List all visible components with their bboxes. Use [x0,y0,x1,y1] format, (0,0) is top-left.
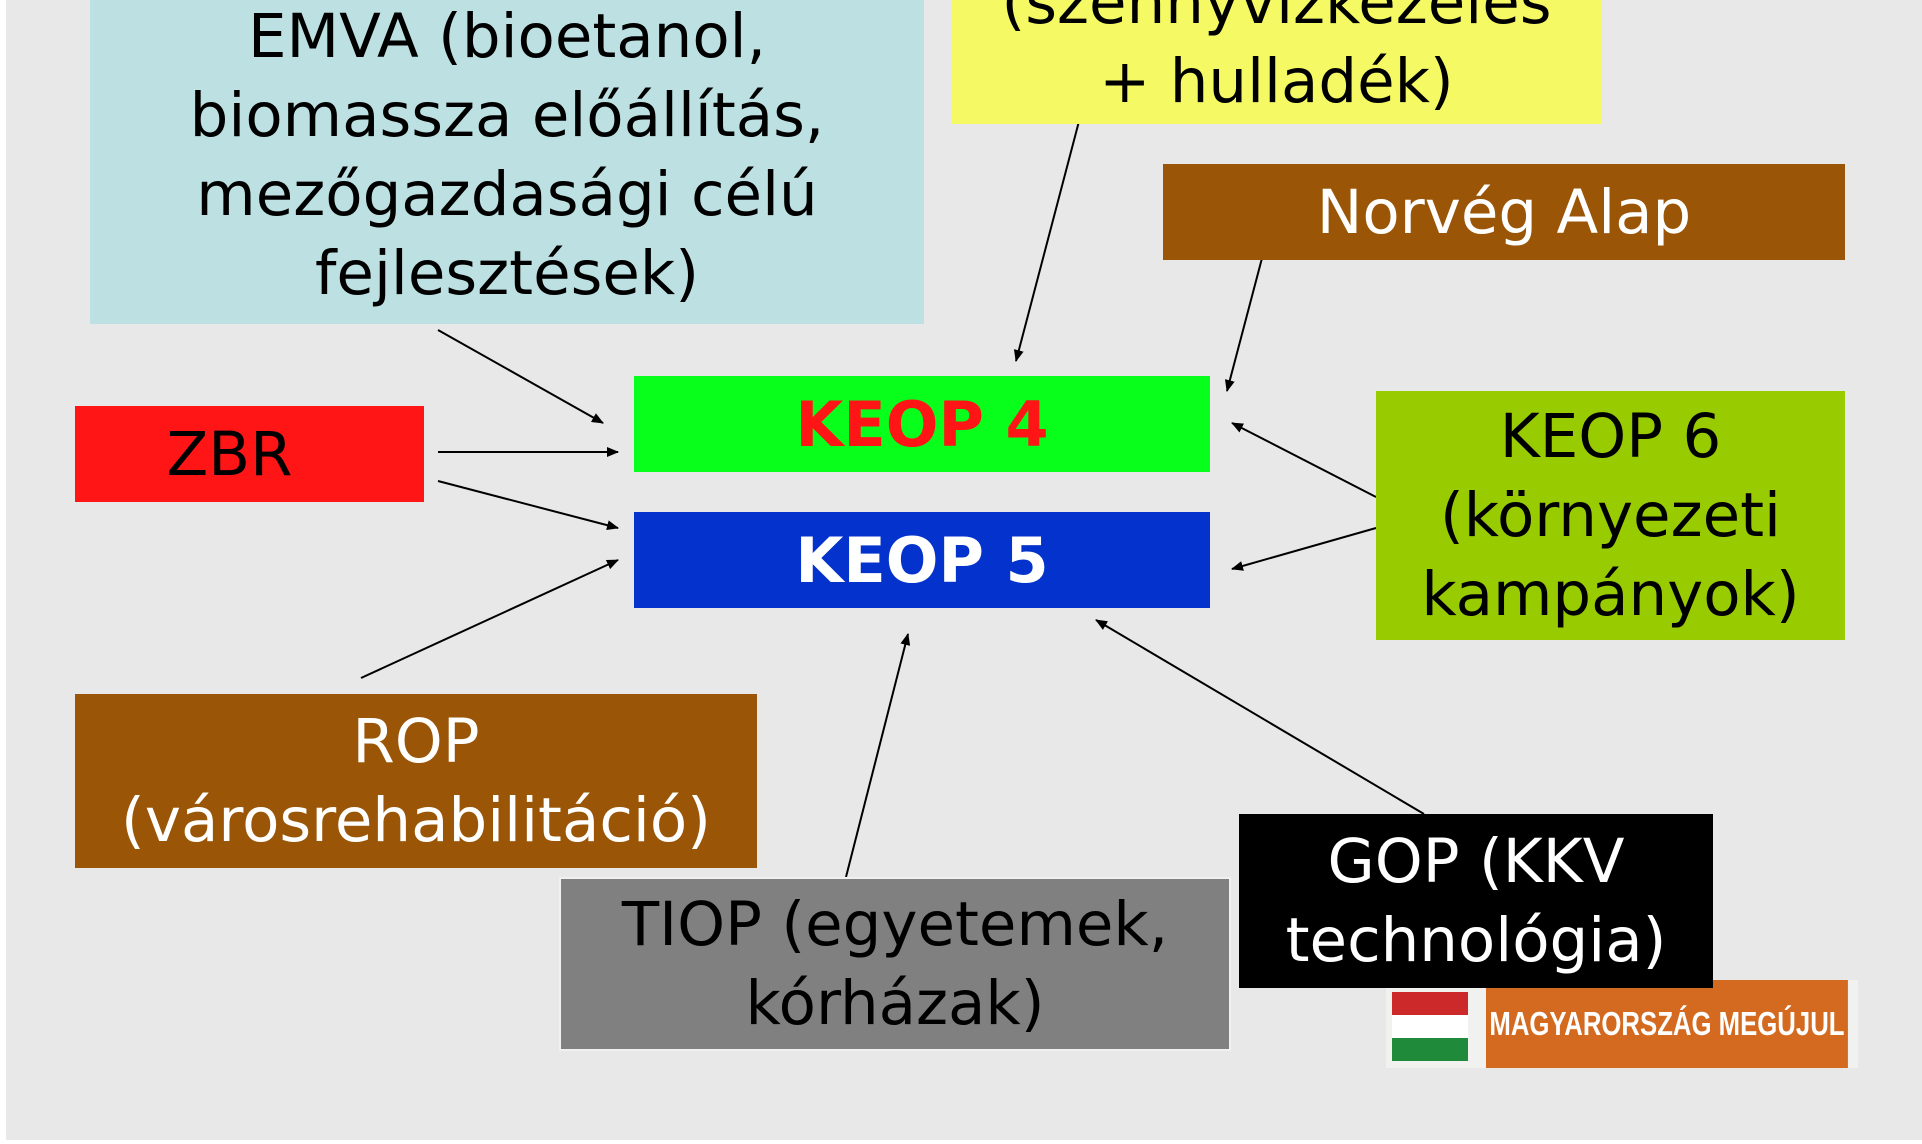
box-gop: GOP (KKV technológia) [1239,814,1713,988]
hungarian-flag-icon [1392,992,1468,1061]
arrow-keop6-to-keop5 [1231,527,1377,571]
arrow-zbr-to-keop5 [437,480,619,531]
box-zbr: ZBR [75,406,424,502]
arrow-gop-to-keop5 [1095,619,1425,815]
arrow-emva-to-keop4 [437,329,604,424]
arrow-tiop-to-keop5 [845,633,911,878]
logo-magyarorszag-megujul: MAGYARORSZÁG MEGÚJUL [1386,980,1858,1068]
box-rop: ROP (városrehabilitáció) [75,694,757,868]
box-keop5: KEOP 5 [634,512,1210,608]
box-keop6: KEOP 6 (környezeti kampányok) [1376,391,1845,640]
arrow-rop-to-keop5 [360,559,619,679]
logo-text: MAGYARORSZÁG MEGÚJUL [1486,980,1848,1068]
arrow-keop6-to-keop4 [1231,422,1377,498]
slide: EMVA (bioetanol, biomassza előállítás, m… [6,0,1922,1140]
box-sewage: (szennyvízkezelés + hulladék) [951,0,1602,124]
box-norway-fund: Norvég Alap [1163,164,1845,260]
box-tiop: TIOP (egyetemek, kórházak) [559,877,1231,1051]
box-emva: EMVA (bioetanol, biomassza előállítás, m… [90,0,924,324]
box-keop4: KEOP 4 [634,376,1210,472]
